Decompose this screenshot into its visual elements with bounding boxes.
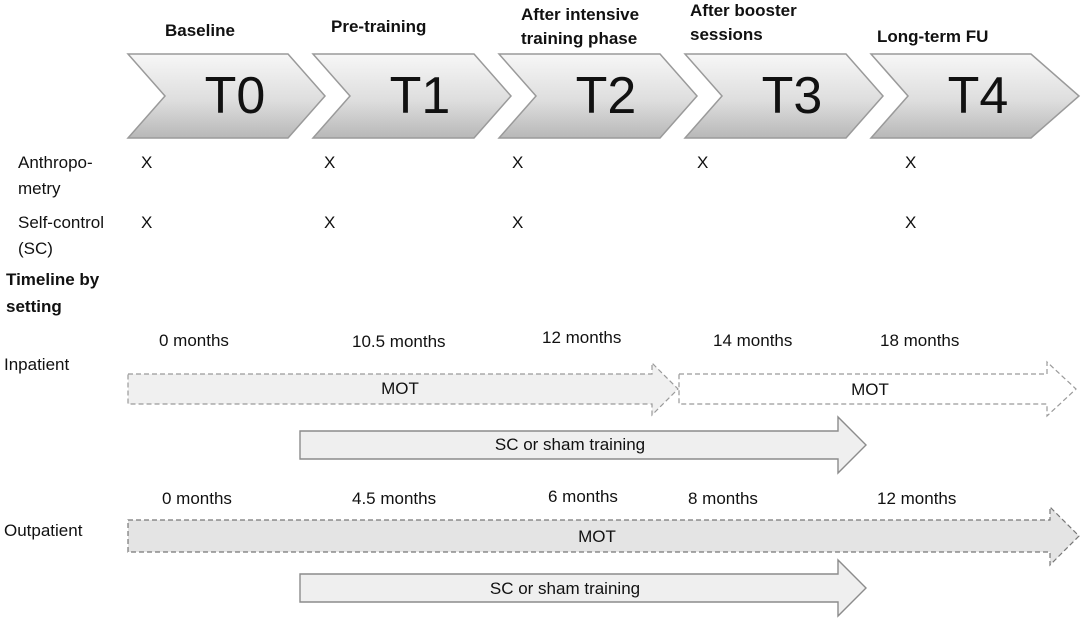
chevron-label-t3: T3 — [761, 67, 823, 125]
inpatient-month-t4: 18 months — [880, 331, 960, 350]
chevron-t0 — [126, 53, 326, 139]
outpatient-month-t2: 6 months — [548, 487, 618, 506]
timeline-title-line2: setting — [6, 297, 62, 316]
inpatient-mot-arrow-2 — [678, 360, 1077, 418]
outpatient-training-arrow — [299, 558, 867, 618]
inpatient-month-t0: 0 months — [159, 331, 229, 350]
chevron-t1 — [311, 53, 512, 139]
mark-self-control-t2: X — [512, 213, 524, 232]
mark-self-control-t1: X — [324, 213, 336, 232]
inpatient-mot-arrow — [127, 361, 679, 417]
chevron-label-t2: T2 — [575, 67, 637, 125]
chevron-label-t1: T1 — [389, 67, 451, 125]
phase-title-t0: Baseline — [165, 21, 235, 40]
timeline-title-line1: Timeline by — [6, 270, 100, 289]
mark-self-control-t4: X — [905, 213, 917, 232]
mark-anthropometry-t0: X — [141, 153, 153, 172]
measure-label-self-control-line1: Self-control — [18, 213, 104, 232]
inpatient-month-t2: 12 months — [542, 328, 622, 347]
inpatient-mot-label-2: MOT — [851, 380, 889, 399]
inpatient-month-t3: 14 months — [713, 331, 793, 350]
phase-title-t1: Pre-training — [331, 17, 427, 36]
inpatient-training-label: SC or sham training — [494, 435, 646, 454]
mark-anthropometry-t4: X — [905, 153, 917, 172]
mark-self-control-t0: X — [141, 213, 153, 232]
inpatient-training-arrow — [299, 415, 867, 475]
chevron-t4 — [869, 53, 1081, 139]
chevron-label-t0: T0 — [204, 67, 266, 125]
phase-title-t2-line1: After intensive — [521, 5, 640, 24]
outpatient-mot-arrow — [127, 505, 1080, 567]
outpatient-month-t3: 8 months — [688, 489, 758, 508]
chevron-t3 — [683, 53, 884, 139]
inpatient-month-t1: 10.5 months — [352, 332, 446, 351]
phase-title-t2-line2: training phase — [521, 29, 638, 48]
mark-anthropometry-t1: X — [324, 153, 336, 172]
measure-label-anthropometry-line1: Anthropo- — [18, 153, 93, 172]
outpatient-mot-label: MOT — [578, 527, 616, 546]
phase-title-t4: Long-term FU — [877, 27, 989, 46]
phase-title-t3-line2: sessions — [690, 25, 763, 44]
outpatient-month-t4: 12 months — [877, 489, 957, 508]
chevron-label-t4: T4 — [947, 67, 1009, 125]
mark-anthropometry-t3: X — [697, 153, 709, 172]
mark-anthropometry-t2: X — [512, 153, 524, 172]
setting-label-inpatient: Inpatient — [4, 355, 70, 374]
setting-label-outpatient: Outpatient — [4, 521, 83, 540]
phase-chevrons — [126, 53, 1081, 139]
chevron-t2 — [497, 53, 698, 139]
measure-label-anthropometry-line2: metry — [18, 179, 61, 198]
phase-title-t3-line1: After booster — [690, 1, 797, 20]
inpatient-mot-label: MOT — [381, 379, 419, 398]
outpatient-month-t1: 4.5 months — [352, 489, 437, 508]
outpatient-month-t0: 0 months — [162, 489, 232, 508]
measure-label-self-control-line2: (SC) — [18, 239, 53, 258]
outpatient-training-label: SC or sham training — [489, 579, 641, 598]
